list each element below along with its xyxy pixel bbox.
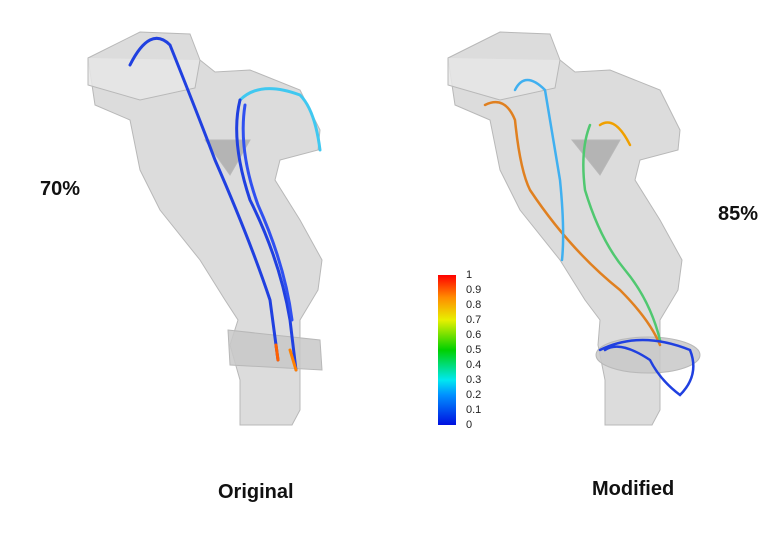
colorbar-tick: 0.2 bbox=[466, 389, 482, 401]
colorbar-tick: 0 bbox=[466, 419, 473, 431]
original-percentage: 70% bbox=[40, 178, 81, 200]
colorbar-tick: 0.3 bbox=[466, 374, 482, 386]
modified-percentage: 85% bbox=[718, 203, 759, 225]
original-streamlines bbox=[128, 36, 322, 372]
colorbar-gradient bbox=[438, 275, 456, 425]
colorbar-tick: 0.1 bbox=[466, 404, 482, 416]
colorbar-tick: 0.4 bbox=[466, 359, 482, 371]
colorbar-tick: 1 bbox=[466, 269, 473, 281]
original-geometry bbox=[87, 31, 323, 426]
original-caption: Original bbox=[218, 481, 294, 503]
modified-geometry bbox=[447, 31, 701, 426]
colorbar-tick: 0.9 bbox=[466, 284, 482, 296]
modified-streamlines bbox=[483, 78, 695, 397]
colorbar-tick: 0.8 bbox=[466, 299, 482, 311]
colorbar-tick: 0.6 bbox=[466, 329, 482, 341]
colorbar-tick: 0.5 bbox=[466, 344, 482, 356]
modified-caption: Modified bbox=[592, 478, 675, 500]
colorbar-tick: 0.7 bbox=[466, 314, 482, 326]
